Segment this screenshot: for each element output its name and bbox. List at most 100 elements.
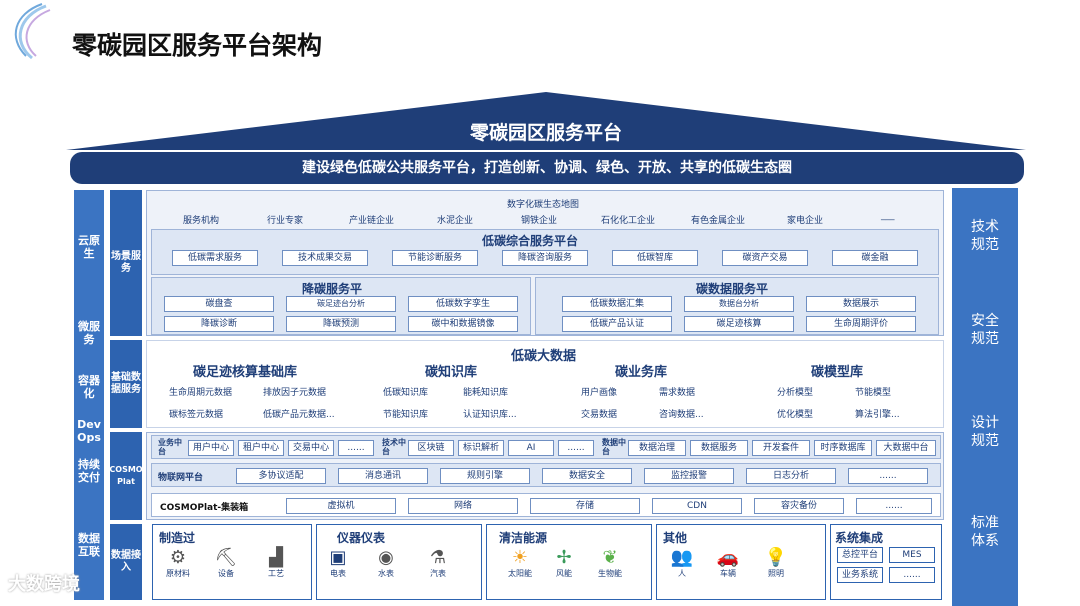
bigdata-item: 节能模型 — [855, 388, 892, 398]
tech-item[interactable]: ...... — [558, 440, 594, 456]
data-middle-item[interactable]: 时序数据库 — [814, 440, 872, 456]
leaf-icon: ❦生物能 — [598, 547, 622, 578]
reduce-item[interactable]: 降碳诊断 — [164, 316, 274, 332]
bigdata-item: 节能知识库 — [383, 410, 429, 420]
bigdata-group-title: 碳模型库 — [811, 365, 864, 380]
wind-icon: ✢风能 — [556, 547, 572, 578]
robot-arm-icon: ⛏设备 — [214, 547, 238, 578]
container-item[interactable]: CDN — [652, 498, 742, 514]
business-item[interactable]: 用户中心 — [188, 440, 234, 456]
right-item-security-spec: 安全规范 — [971, 313, 999, 347]
iot-row: 物联网平台 多协议适配 消息通讯 规则引擎 数据安全 监控报警 日志分析 ...… — [151, 463, 941, 487]
watermark: 大数跨境 — [8, 574, 80, 595]
bigdata-item: 排放因子元数据 — [263, 388, 327, 398]
bigdata-group-title: 碳足迹核算基础库 — [193, 365, 298, 380]
bigdata-item: 需求数据 — [659, 388, 696, 398]
bigdata-item: 能耗知识库 — [463, 388, 509, 398]
business-item[interactable]: 交易中心 — [288, 440, 334, 456]
data-platform-title: 碳数据服务平 — [696, 282, 769, 296]
data-middle-item[interactable]: 数据服务 — [690, 440, 748, 456]
access-group-system-integration: 系统集成 总控平台 MES 业务系统 ...... — [830, 524, 942, 600]
vision-banner: 建设绿色低碳公共服务平台，打造创新、协调、绿色、开放、共享的低碳生态圈 — [70, 152, 1024, 184]
bigdata-panel: 低碳大数据 碳足迹核算基础库 生命周期元数据 排放因子元数据 碳标签元数据 低碳… — [146, 340, 944, 428]
reduce-item[interactable]: 碳足迹台分析 — [286, 296, 396, 312]
meter-icon: ◉水表 — [378, 547, 394, 578]
data-platform-item[interactable]: 低碳数据汇集 — [562, 296, 672, 312]
roof-shape — [66, 92, 1026, 150]
scenario-panel: 数字化碳生态地图 服务机构 行业专家 产业链企业 水泥企业 钢铁企业 石化化工企… — [146, 190, 944, 336]
reduce-item[interactable]: 降碳预测 — [286, 316, 396, 332]
data-platform-item[interactable]: 生命周期评价 — [806, 316, 916, 332]
iot-item[interactable]: 规则引擎 — [440, 468, 530, 484]
layer-label-scenario: 场景服务 — [110, 190, 142, 336]
people-icon: 👥人 — [670, 547, 694, 578]
iot-item[interactable]: ...... — [848, 468, 928, 484]
bigdata-item: 优化模型 — [777, 410, 814, 420]
business-item[interactable]: ...... — [338, 440, 374, 456]
bigdata-group-title: 碳业务库 — [615, 365, 668, 380]
iot-item[interactable]: 日志分析 — [746, 468, 836, 484]
iot-item[interactable]: 监控报警 — [644, 468, 734, 484]
container-item[interactable]: 虚拟机 — [286, 498, 396, 514]
access-group-title: 其他 — [663, 531, 688, 545]
lowcarbon-item[interactable]: 低碳智库 — [612, 250, 698, 266]
bigdata-item: 低碳知识库 — [383, 388, 429, 398]
integration-item[interactable]: MES — [889, 547, 935, 563]
iot-item[interactable]: 数据安全 — [542, 468, 632, 484]
reduce-platform: 降碳服务平 碳盘查 碳足迹台分析 低碳数字孪生 降碳诊断 降碳预测 碳中和数据镜… — [151, 277, 531, 335]
lowcarbon-title: 低碳综合服务平台 — [482, 234, 579, 248]
data-middle-item[interactable]: 开发套件 — [752, 440, 810, 456]
data-platform-item[interactable]: 低碳产品认证 — [562, 316, 672, 332]
tech-item[interactable]: 标识解析 — [458, 440, 504, 456]
lowcarbon-item[interactable]: 碳资产交易 — [722, 250, 808, 266]
iot-item[interactable]: 消息通讯 — [338, 468, 428, 484]
business-item[interactable]: 租户中心 — [238, 440, 284, 456]
eco-item: 有色金属企业 — [691, 216, 746, 226]
tech-item[interactable]: AI — [508, 440, 554, 456]
ecosystem-title: 数字化碳生态地图 — [507, 200, 580, 210]
integration-item[interactable]: ...... — [889, 567, 935, 583]
sun-icon: ☀太阳能 — [508, 547, 532, 578]
left-item-container: 容器化 — [78, 374, 100, 400]
container-item[interactable]: ...... — [856, 498, 932, 514]
eco-item: 行业专家 — [267, 216, 304, 226]
reduce-item[interactable]: 碳中和数据镜像 — [408, 316, 518, 332]
bigdata-group-title: 碳知识库 — [425, 365, 478, 380]
lowcarbon-item[interactable]: 节能诊断服务 — [392, 250, 478, 266]
container-item[interactable]: 容灾备份 — [754, 498, 844, 514]
data-platform-item[interactable]: 数据台分析 — [684, 296, 794, 312]
container-item[interactable]: 网络 — [408, 498, 518, 514]
left-item-microservice: 微服务 — [78, 320, 100, 346]
data-platform-item[interactable]: 碳足迹核算 — [684, 316, 794, 332]
lowcarbon-item[interactable]: 降碳咨询服务 — [502, 250, 588, 266]
data-platform-item[interactable]: 数据展示 — [806, 296, 916, 312]
page-title: 零碳园区服务平台架构 — [72, 31, 323, 60]
eco-item: 家电企业 — [787, 216, 824, 226]
right-standards-column: 技术规范 安全规范 设计规范 标准体系 — [952, 188, 1018, 606]
reduce-item[interactable]: 碳盘查 — [164, 296, 274, 312]
lowcarbon-item[interactable]: 低碳需求服务 — [172, 250, 258, 266]
eco-item: 石化化工企业 — [601, 216, 656, 226]
iot-item[interactable]: 多协议适配 — [236, 468, 326, 484]
integration-item[interactable]: 总控平台 — [837, 547, 883, 563]
tech-item[interactable]: 区块链 — [408, 440, 454, 456]
bigdata-item: 碳标签元数据 — [169, 410, 224, 420]
lowcarbon-item[interactable]: 碳金融 — [832, 250, 918, 266]
lowcarbon-item[interactable]: 技术成果交易 — [282, 250, 368, 266]
access-group-title: 仪器仪表 — [337, 531, 386, 545]
left-item-cd: 持续交付 — [78, 458, 100, 484]
platform-title: 零碳园区服务平台 — [469, 122, 622, 144]
valve-icon: ⚗汽表 — [429, 547, 447, 578]
layer-label-data-access: 数据接入 — [110, 524, 142, 600]
right-item-standard-system: 标准体系 — [971, 515, 999, 549]
eco-item: 服务机构 — [183, 216, 220, 226]
container-item[interactable]: 存储 — [530, 498, 640, 514]
right-item-tech-spec: 技术规范 — [971, 219, 999, 253]
data-middle-item[interactable]: 数据治理 — [628, 440, 686, 456]
data-middle-item[interactable]: 大数据中台 — [876, 440, 936, 456]
access-group-instruments: 仪器仪表 ▣电表 ◉水表 ⚗汽表 — [316, 524, 482, 600]
left-capability-column: 云原生 微服务 容器化 Dev Ops 持续交付 数据互联 — [74, 190, 104, 600]
integration-item[interactable]: 业务系统 — [837, 567, 883, 583]
reduce-item[interactable]: 低碳数字孪生 — [408, 296, 518, 312]
bigdata-item: 算法引擎... — [855, 410, 900, 420]
